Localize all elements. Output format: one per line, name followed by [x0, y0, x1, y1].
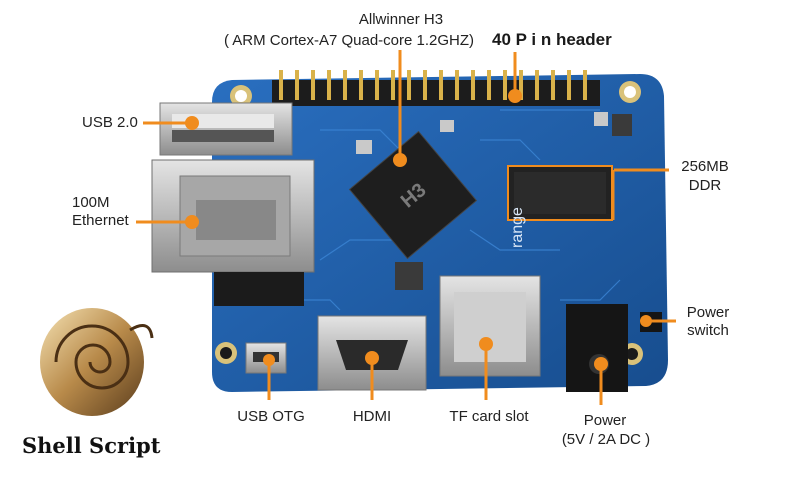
soc-name-label: Allwinner H3: [358, 11, 444, 28]
pin-header: [272, 70, 600, 106]
brand-silkscreen: range: [509, 207, 526, 248]
ethernet-port: [151, 159, 315, 273]
logo-text: Shell Script: [22, 433, 161, 458]
ethernet-label-line2: Ethernet: [72, 212, 129, 229]
callout-dots: [185, 89, 652, 371]
ethernet-label-line1: 100M: [72, 194, 110, 211]
pin-header-label: 40 P i n header: [492, 30, 612, 49]
soc-desc-label: ( ARM Cortex-A7 Quad-core 1.2GHZ): [223, 32, 475, 49]
hdmi-label: HDMI: [352, 408, 392, 425]
ddr-label-line2: DDR: [688, 177, 722, 194]
mounting-holes: [215, 81, 643, 365]
debug-connector: [214, 272, 304, 306]
power-jack: [566, 304, 628, 392]
tf-card-slot: [439, 275, 541, 377]
power-label: Power: [583, 412, 627, 429]
usb2-label: USB 2.0: [82, 114, 138, 131]
soc-chip: H3: [348, 130, 478, 260]
power-switch-label-line1: Power: [686, 304, 730, 321]
ddr-label-line1: 256MB: [681, 158, 729, 175]
small-components: [356, 112, 632, 330]
power-switch-label-line2: switch: [687, 322, 729, 339]
usb-port: [159, 102, 293, 156]
ddr-chip: [507, 165, 613, 221]
power-spec-label: (5V / 2A DC ): [561, 431, 651, 448]
pcb-board: [212, 74, 668, 392]
usb-otg-label: USB OTG: [237, 408, 305, 425]
tf-card-label: TF card slot: [449, 408, 529, 425]
pcb-traces: [300, 109, 621, 311]
shell-logo: [40, 308, 154, 416]
